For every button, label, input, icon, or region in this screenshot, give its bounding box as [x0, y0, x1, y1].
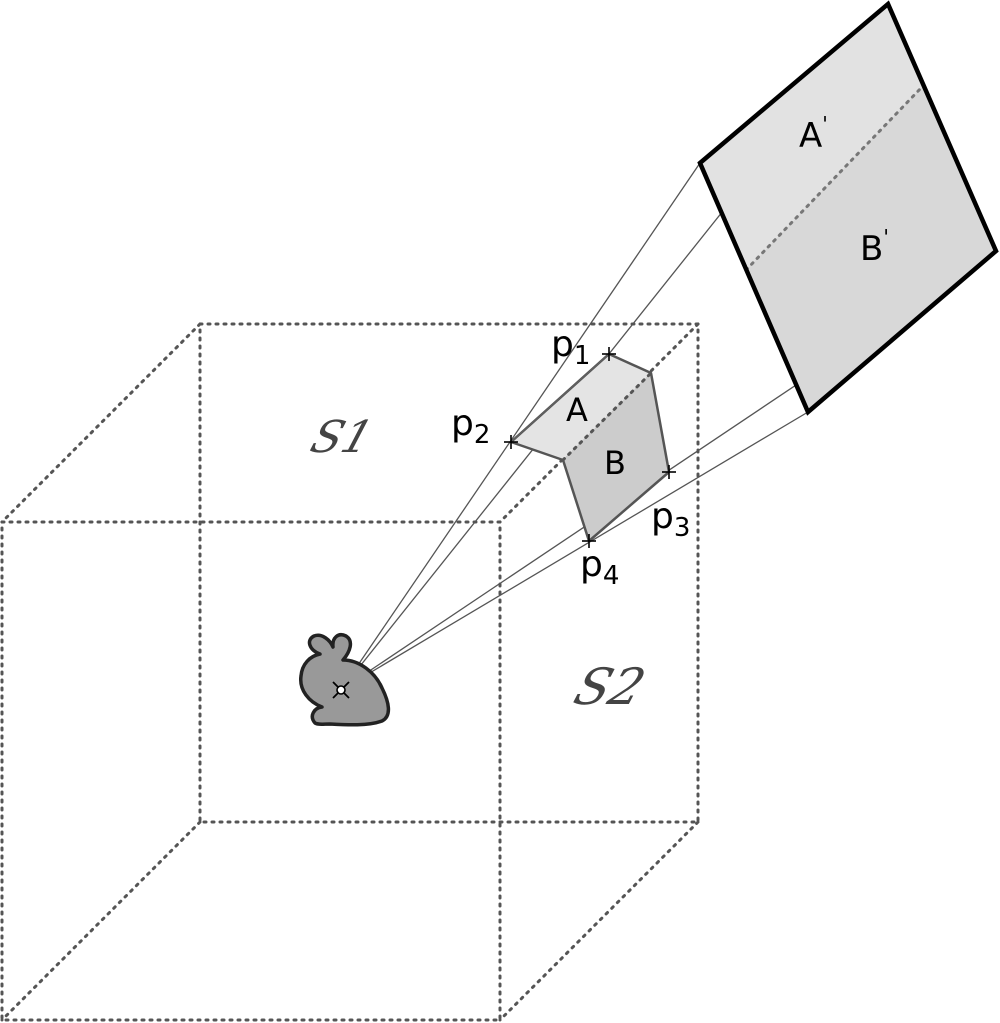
cube-front-face	[0, 520, 502, 1022]
region-s2-label: S2	[567, 658, 652, 716]
p2-marker	[504, 435, 518, 449]
cube-edges	[0, 322, 700, 1022]
p4-label: p4	[580, 544, 619, 591]
cube-back-face	[198, 322, 700, 824]
rays-over-patch	[510, 353, 610, 443]
crosshair-icon	[332, 681, 350, 699]
projected-a-label: A'	[799, 112, 828, 156]
p4-marker	[582, 534, 596, 548]
surface-patch	[509, 352, 671, 543]
point-markers	[504, 347, 676, 548]
patch-b-label: B	[604, 444, 626, 482]
patch-a-label: A	[566, 391, 588, 429]
p3-marker	[662, 465, 676, 479]
projection-plane	[697, 0, 999, 416]
p1-label: p1	[551, 324, 590, 371]
p2-label: p2	[451, 403, 490, 450]
p3-label: p3	[651, 496, 690, 543]
projected-b-label: B'	[860, 225, 889, 269]
region-s1-label: S1	[305, 411, 380, 463]
bunny-icon	[299, 633, 391, 727]
p1-marker	[602, 347, 616, 361]
